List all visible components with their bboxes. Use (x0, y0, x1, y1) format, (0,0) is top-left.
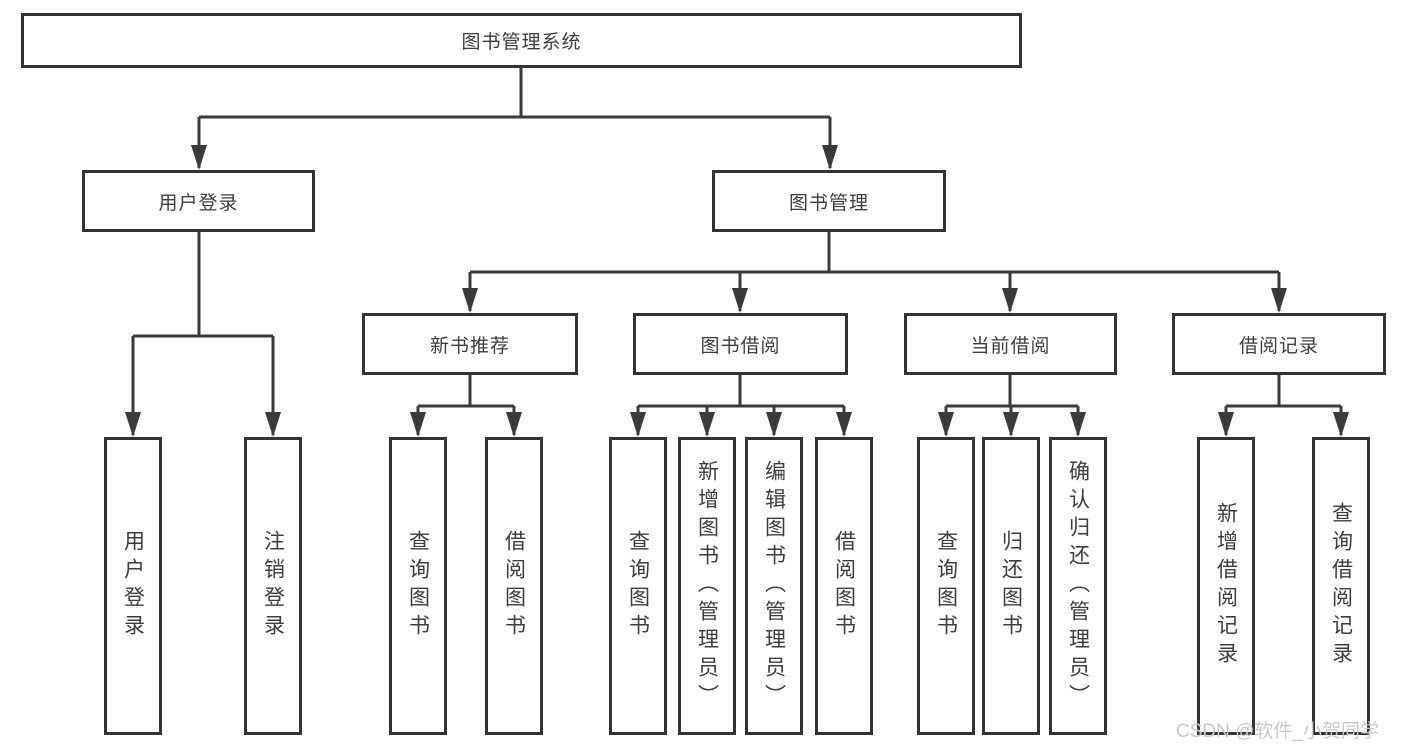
node-book-management-label: 图书管理 (788, 192, 869, 214)
leaf-confirm-return-admin: 确认归还（管理员） (1049, 437, 1107, 735)
leaf-user-login-label: 用户登录 (121, 530, 145, 642)
leaf-record-add: 新增借阅记录 (1197, 437, 1255, 735)
leaf-logout-label: 注销登录 (261, 530, 285, 642)
leaf-current-query: 查询图书 (917, 437, 975, 735)
leaf-return-book: 归还图书 (982, 437, 1040, 735)
node-user-login-label: 用户登录 (158, 192, 239, 214)
node-current-borrow-label: 当前借阅 (970, 335, 1051, 357)
leaf-borrow-query-label: 查询图书 (626, 530, 650, 642)
node-root-label: 图书管理系统 (461, 32, 582, 53)
leaf-record-query: 查询借阅记录 (1312, 437, 1370, 735)
leaf-newbook-query: 查询图书 (389, 437, 447, 735)
leaf-record-query-label: 查询借阅记录 (1329, 502, 1353, 670)
leaf-borrow-book: 借阅图书 (815, 437, 873, 735)
leaf-borrow-query: 查询图书 (609, 437, 667, 735)
node-borrow-record-label: 借阅记录 (1238, 335, 1319, 357)
node-book-borrow-label: 图书借阅 (700, 335, 781, 357)
leaf-user-login: 用户登录 (104, 437, 162, 735)
node-user-login: 用户登录 (82, 170, 315, 232)
leaf-borrow-edit-admin: 编辑图书（管理员） (745, 437, 803, 735)
node-new-book-recommend: 新书推荐 (362, 313, 578, 375)
leaf-borrow-book-label: 借阅图书 (832, 530, 856, 642)
node-book-borrow: 图书借阅 (633, 313, 848, 375)
leaf-newbook-borrow-label: 借阅图书 (502, 530, 526, 642)
leaf-return-book-label: 归还图书 (999, 530, 1023, 642)
node-current-borrow: 当前借阅 (904, 313, 1117, 375)
leaf-record-add-label: 新增借阅记录 (1214, 502, 1238, 670)
leaf-logout: 注销登录 (244, 437, 302, 735)
leaf-newbook-query-label: 查询图书 (406, 530, 430, 642)
leaf-confirm-return-admin-label: 确认归还（管理员） (1066, 460, 1090, 712)
node-root: 图书管理系统 (21, 13, 1022, 68)
node-book-management: 图书管理 (712, 170, 946, 232)
leaf-newbook-borrow: 借阅图书 (485, 437, 543, 735)
node-borrow-record: 借阅记录 (1172, 313, 1386, 375)
leaf-borrow-add-admin: 新增图书（管理员） (678, 437, 736, 735)
leaf-borrow-add-admin-label: 新增图书（管理员） (695, 460, 719, 712)
leaf-current-query-label: 查询图书 (934, 530, 958, 642)
node-new-book-recommend-label: 新书推荐 (429, 335, 510, 357)
leaf-borrow-edit-admin-label: 编辑图书（管理员） (762, 460, 786, 712)
csdn-watermark: CSDN @软件_小贺同学 (1176, 721, 1379, 742)
